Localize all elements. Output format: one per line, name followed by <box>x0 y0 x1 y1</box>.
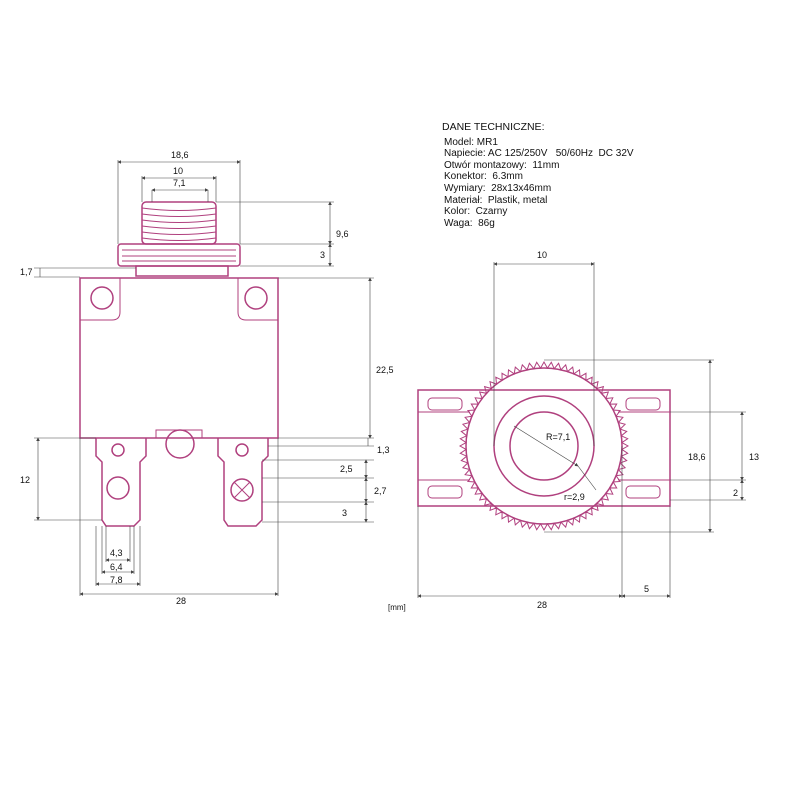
dim-body-height: 22,5 <box>376 365 394 375</box>
body <box>79 277 279 459</box>
dim-hole-diameter: 2,7 <box>374 486 387 496</box>
spec-title: DANE TECHNICZNE: <box>442 121 545 133</box>
top-view: 10 R=7,1 r=2,9 18,6 13 2 28 5 <box>417 250 759 610</box>
knurled-nut <box>458 360 630 532</box>
top-dim-depth: 13 <box>749 452 759 462</box>
dim-tip: 3 <box>342 508 347 518</box>
dim-term-c: 7,8 <box>110 575 123 585</box>
dim-terminal-height: 12 <box>20 475 30 485</box>
dim-flange: 1,7 <box>20 267 33 277</box>
top-dim-radius-outer: R=7,1 <box>546 432 570 442</box>
spec-panel: DANE TECHNICZNE: Model: MR1 Napiecie: AC… <box>442 121 634 229</box>
dim-inner-width: 7,1 <box>173 178 186 188</box>
spec-row: Kolor: Czarny <box>444 206 508 218</box>
spec-row: Waga: 86g <box>444 217 495 229</box>
terminal-left <box>95 438 147 527</box>
top-dim-radius-inner: r=2,9 <box>564 492 585 502</box>
dim-gap: 1,3 <box>377 445 390 455</box>
dim-term-b: 6,4 <box>110 562 123 572</box>
spec-row: Napiecie: AC 125/250V 50/60Hz DC 32V <box>444 148 634 160</box>
terminal-right <box>217 438 269 527</box>
dim-top-width: 18,6 <box>171 150 189 160</box>
spec-row: Model: MR1 <box>444 136 498 148</box>
spec-row: Wymiary: 28x13x46mm <box>444 182 552 194</box>
top-dim-offset: 2 <box>733 488 738 498</box>
units-label: [mm] <box>388 603 406 612</box>
dim-total-width: 28 <box>176 596 186 606</box>
threaded-stem <box>141 201 217 245</box>
top-dim-extra: 5 <box>644 584 649 594</box>
front-view: 18,6 10 7,1 9,6 3 1,7 22,5 12 1,3 2,5 2,… <box>20 150 394 606</box>
dim-term-a: 4,3 <box>110 548 123 558</box>
dim-thread-height: 9,6 <box>336 229 349 239</box>
flange <box>135 265 229 277</box>
dim-nut-height: 3 <box>320 250 325 260</box>
dim-hole-offset: 2,5 <box>340 464 353 474</box>
nut <box>117 243 241 267</box>
base-plate <box>417 389 671 507</box>
front-dim-lines <box>34 160 374 596</box>
top-dim-diameter: 18,6 <box>688 452 706 462</box>
dim-thread-width: 10 <box>173 166 183 176</box>
top-dim-total-width: 28 <box>537 600 547 610</box>
top-dim-lines <box>417 262 746 598</box>
top-dim-thread-width: 10 <box>537 250 547 260</box>
spec-row: Otwór montazowy: 11mm <box>444 159 560 171</box>
spec-row: Konektor: 6.3mm <box>444 171 523 183</box>
spec-row: Materiał: Plastik, metal <box>444 194 548 206</box>
